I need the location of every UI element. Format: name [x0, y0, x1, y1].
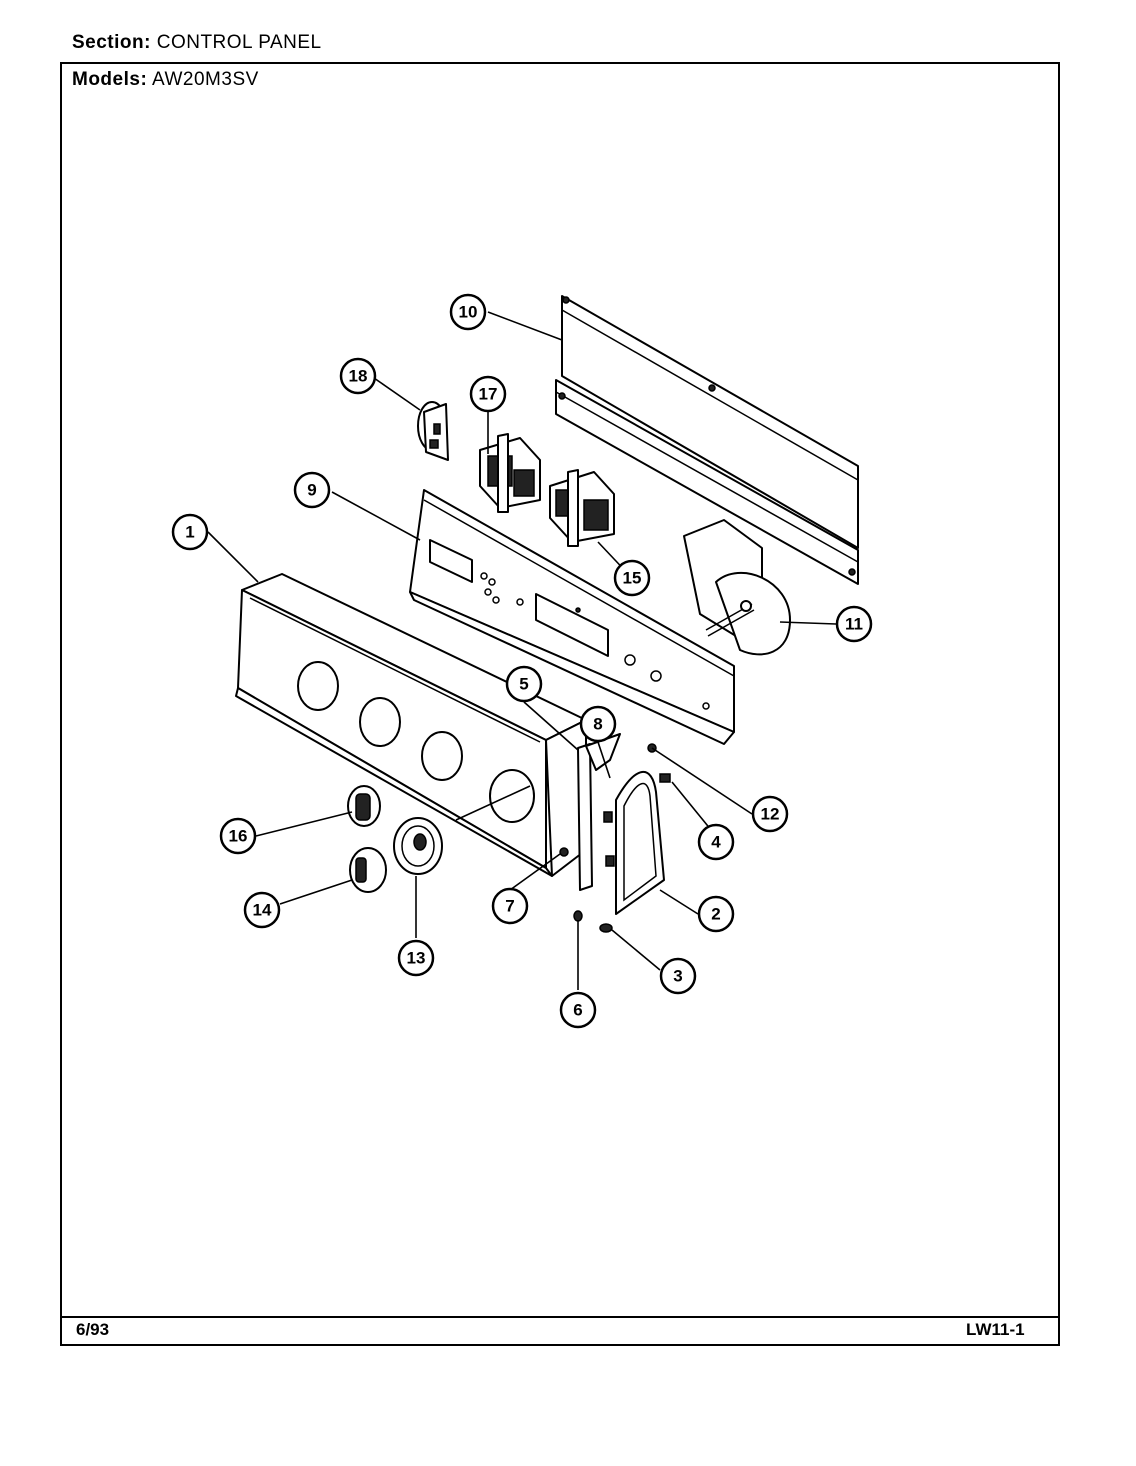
svg-text:10: 10	[459, 303, 478, 322]
svg-text:7: 7	[505, 897, 514, 916]
svg-text:6: 6	[573, 1001, 582, 1020]
part-switch-15	[549, 469, 615, 547]
svg-text:11: 11	[845, 615, 863, 634]
models-label: Models:	[72, 69, 148, 90]
svg-text:9: 9	[307, 481, 316, 500]
part-screw-7	[559, 847, 569, 857]
footer-date: 6/93	[76, 1320, 110, 1339]
part-screw-6	[573, 910, 583, 922]
part-knob-16	[347, 785, 381, 827]
svg-text:5: 5	[519, 675, 528, 694]
part-console-panel	[235, 573, 587, 877]
models-value: AW20M3SV	[152, 69, 259, 90]
part-timer-mount	[683, 519, 791, 656]
part-clip-4	[659, 773, 671, 783]
svg-text:8: 8	[593, 715, 602, 734]
svg-text:14: 14	[253, 901, 272, 920]
callout-9: 9	[293, 471, 331, 509]
diagram-frame	[60, 62, 1060, 1346]
callout-13: 13	[397, 939, 435, 977]
svg-text:13: 13	[407, 949, 426, 968]
callout-5: 5	[505, 665, 543, 703]
callout-3: 3	[659, 957, 697, 995]
svg-text:4: 4	[711, 833, 721, 852]
part-end-strip	[577, 743, 593, 891]
svg-text:17: 17	[479, 385, 498, 404]
part-end-cap	[603, 771, 665, 915]
callout-11: 11	[835, 605, 873, 643]
callout-6: 6	[559, 991, 597, 1029]
svg-text:2: 2	[711, 905, 720, 924]
part-knob-14	[349, 847, 387, 893]
callout-18: 18	[339, 357, 377, 395]
part-rear-bracket	[555, 295, 859, 585]
svg-text:18: 18	[349, 367, 368, 386]
callout-14: 14	[243, 891, 281, 929]
callout-7: 7	[491, 887, 529, 925]
callout-10: 10	[449, 293, 487, 331]
footer-page-code: LW11-1	[966, 1320, 1025, 1339]
part-dial-13	[393, 817, 443, 875]
alignment-line	[455, 785, 531, 821]
svg-text:1: 1	[185, 523, 194, 542]
part-switch-18	[417, 401, 449, 461]
models-heading: Models: AW20M3SV	[72, 69, 259, 91]
callout-4: 4	[697, 823, 735, 861]
callout-1: 1	[171, 513, 209, 551]
callout-17: 17	[469, 375, 507, 413]
section-heading: Section: CONTROL PANEL	[72, 32, 322, 54]
callout-2: 2	[697, 895, 735, 933]
section-label: Section:	[72, 32, 151, 53]
callout-12: 12	[751, 795, 789, 833]
callout-16: 16	[219, 817, 257, 855]
part-switch-17	[479, 433, 541, 513]
callout-15: 15	[613, 559, 651, 597]
svg-text:16: 16	[229, 827, 248, 846]
part-inner-panel	[409, 489, 735, 745]
callout-8: 8	[579, 705, 617, 743]
footer-divider	[60, 1316, 1060, 1318]
svg-text:15: 15	[623, 569, 642, 588]
section-value: CONTROL PANEL	[156, 32, 322, 53]
svg-text:12: 12	[761, 805, 780, 824]
part-clip-3	[599, 923, 613, 933]
svg-text:3: 3	[673, 967, 682, 986]
